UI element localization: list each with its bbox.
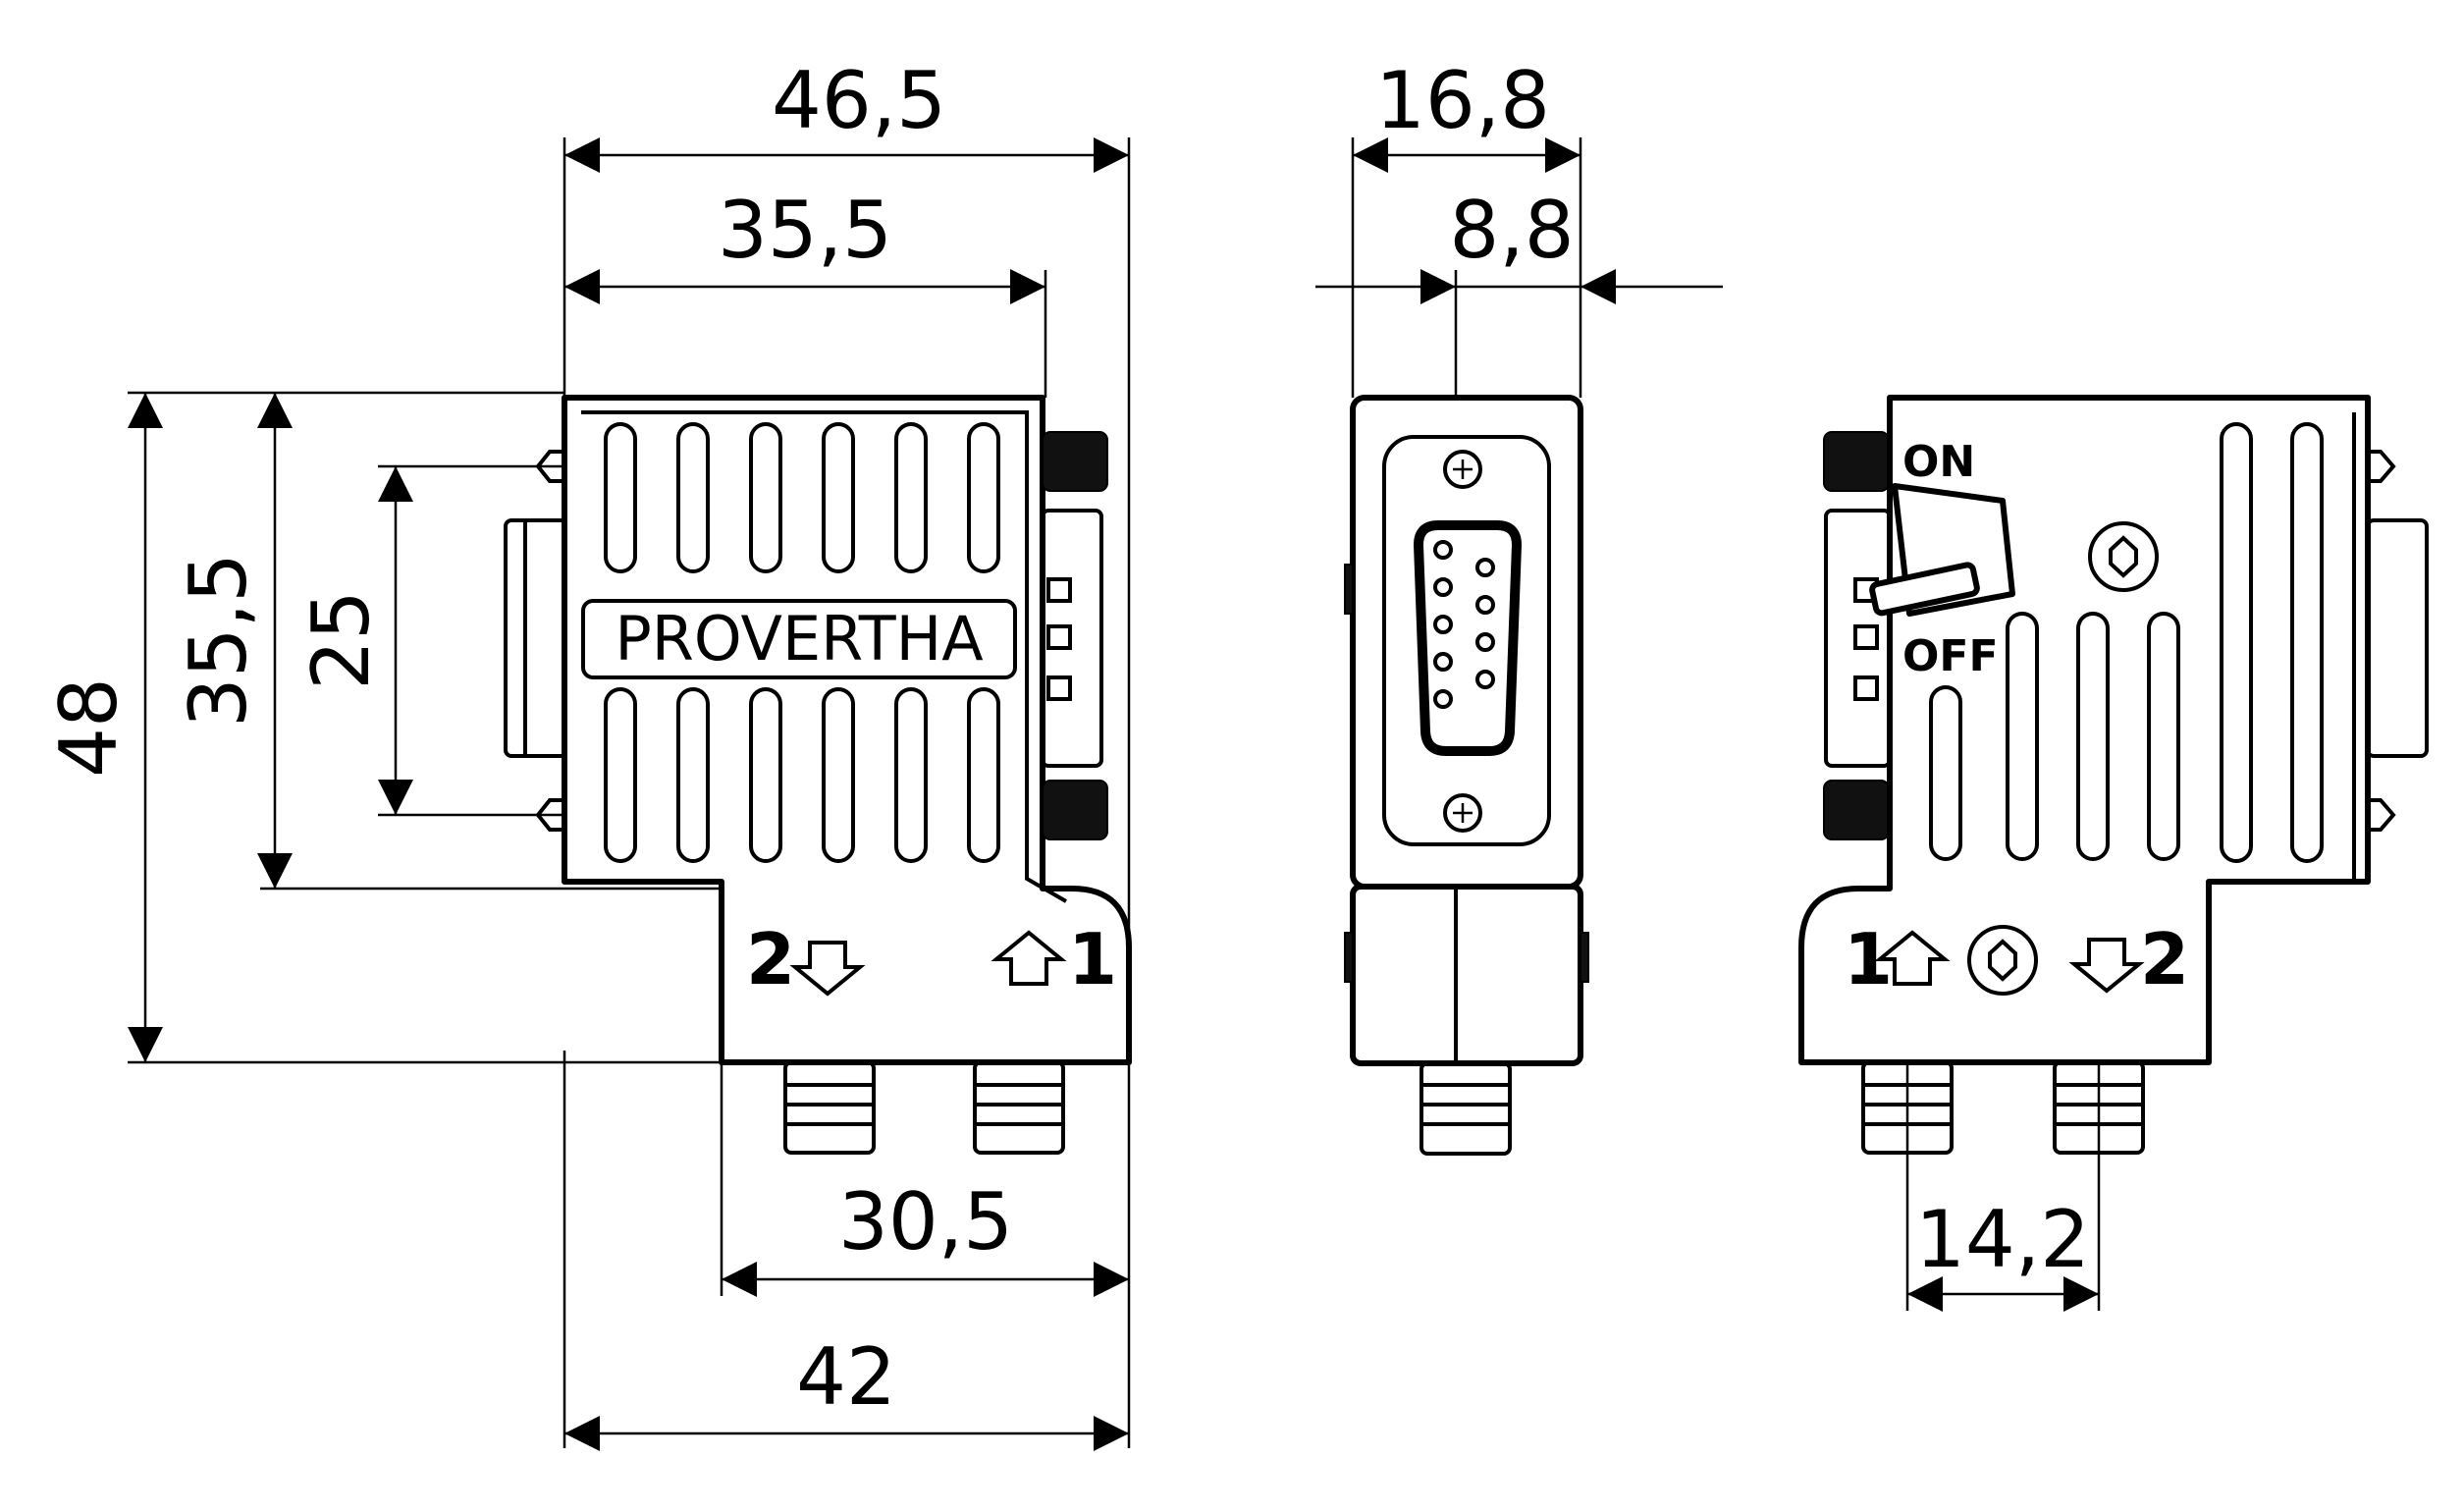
cable-gland-right (973, 1060, 1065, 1155)
screw-icon (1967, 925, 2038, 996)
brand-plate (581, 599, 1017, 679)
dim-body-width: 35,5 (718, 185, 892, 276)
dim-overall-height: 48 (43, 677, 134, 778)
switch-on-label: ON (1902, 437, 1975, 487)
screw-icon (2088, 521, 2159, 592)
dim-cable-span: 30,5 (838, 1176, 1013, 1268)
cable-gland-left (783, 1060, 876, 1155)
brand-label: PROVERTHA (615, 603, 983, 675)
dim-cable-pitch: 14,2 (1915, 1194, 2090, 1285)
rear-view: 14,2 ON OFF (1798, 395, 2429, 1312)
port-1-label: 1 (1068, 918, 1117, 1000)
cooling-ribs-upper (604, 422, 1000, 573)
arrow-down-icon (2068, 938, 2145, 994)
switch-off-label: OFF (1902, 631, 1999, 681)
dim-body-height: 35,5 (173, 553, 264, 728)
arrow-up-icon (991, 930, 1067, 986)
port-2-label: 2 (746, 918, 795, 1000)
dim-side-inner: 8,8 (1449, 185, 1574, 276)
arrow-down-icon (789, 941, 866, 997)
termination-switch[interactable] (1869, 483, 2015, 617)
cooling-ribs-rear (1929, 422, 2324, 863)
front-view: PROVERTHA 2 1 46,5 35,5 30,5 42 (43, 55, 1132, 1451)
cable-gland-side (1419, 1061, 1512, 1156)
dim-base-width: 42 (796, 1331, 896, 1423)
dsub-connector (1413, 520, 1523, 756)
dim-side-depth: 16,8 (1375, 55, 1550, 146)
side-view: 16,8 8,8 (1315, 55, 1723, 1156)
dim-overall-width: 46,5 (772, 55, 946, 146)
cable-gland-rear-right (2053, 1060, 2145, 1155)
cooling-ribs-lower (604, 687, 1000, 863)
arrow-up-icon (1874, 930, 1951, 986)
cable-gland-rear-left (1861, 1060, 1954, 1155)
dim-screw-spacing: 25 (295, 590, 387, 690)
rear-port-2-label: 2 (2140, 918, 2189, 1000)
